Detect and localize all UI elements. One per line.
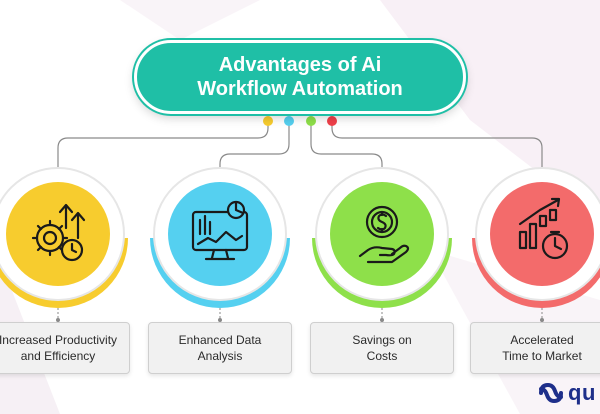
connector-dot-3 xyxy=(306,116,316,126)
benefit-card-2: Enhanced Data Analysis xyxy=(148,322,292,374)
title-line-2: Workflow Automation xyxy=(197,78,403,100)
benefit-1-line-2: and Efficiency xyxy=(20,349,96,363)
benefit-circle-3 xyxy=(312,167,452,308)
benefit-4-line-2: Time to Market xyxy=(502,349,582,363)
title-line-1: Advantages of Ai xyxy=(218,54,382,76)
brand-logo-icon xyxy=(539,382,563,404)
connector-dot-1 xyxy=(263,116,273,126)
benefit-card-3: Savings on Costs xyxy=(310,322,454,374)
gears-growth-clock-icon xyxy=(31,203,86,262)
benefit-3-line-2: Costs xyxy=(366,349,398,363)
connector-dot-4 xyxy=(327,116,337,126)
brand-logo[interactable]: qu xyxy=(537,378,596,408)
benefit-card-1: Increased Productivity and Efficiency xyxy=(0,322,130,374)
benefit-3-line-1: Savings on xyxy=(352,333,412,347)
brand-name: qu xyxy=(568,380,596,405)
connector-dot-2 xyxy=(284,116,294,126)
title-banner: Advantages of Ai Workflow Automation xyxy=(134,40,466,114)
benefit-circles xyxy=(0,167,600,308)
benefit-2-line-1: Enhanced Data xyxy=(178,333,262,347)
benefit-circle-2 xyxy=(150,167,290,308)
coin-hand-icon xyxy=(358,205,410,264)
benefit-card-4: Accelerated Time to Market xyxy=(470,322,600,374)
bar-chart-clock-icon xyxy=(518,197,569,260)
benefit-2-line-2: Analysis xyxy=(197,349,243,363)
benefit-circle-4 xyxy=(472,167,600,308)
monitor-analytics-icon xyxy=(191,200,249,261)
benefit-1-line-1: Increased Productivity xyxy=(0,333,118,347)
benefit-4-line-1: Accelerated xyxy=(510,333,574,347)
